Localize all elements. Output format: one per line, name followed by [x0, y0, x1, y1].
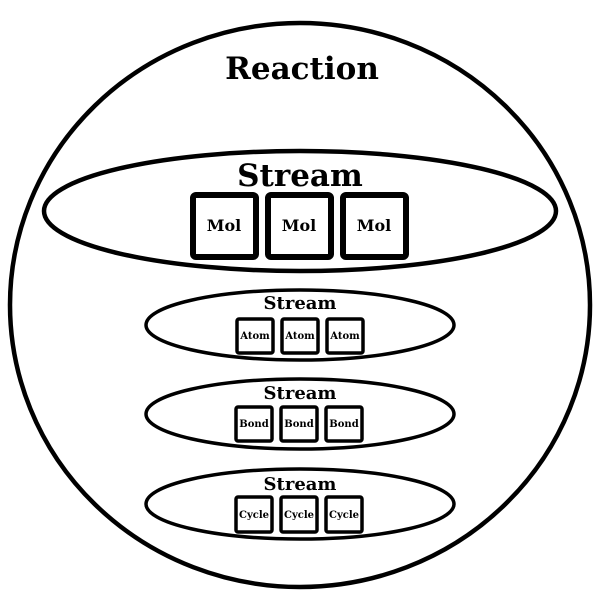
atom-box — [325, 317, 365, 355]
stream-label: Stream — [237, 158, 363, 194]
cycle-box — [234, 495, 274, 534]
stream-ellipse — [41, 148, 559, 274]
mol-box — [340, 192, 409, 260]
mol-label: Mol — [207, 216, 241, 235]
bond-label: Bond — [329, 419, 358, 430]
stream-mol: Stream Mol Mol Mol — [41, 148, 559, 274]
mol-label: Mol — [357, 216, 391, 235]
bond-box — [279, 405, 319, 443]
stream-ellipse — [144, 467, 456, 541]
atom-box — [235, 317, 275, 355]
bond-label: Bond — [284, 419, 313, 430]
stream-bond: Stream Bond Bond Bond — [144, 377, 456, 451]
cycle-label: Cycle — [239, 510, 269, 521]
cycle-label: Cycle — [329, 510, 359, 521]
atom-label: Atom — [329, 331, 360, 342]
mol-label: Mol — [282, 216, 316, 235]
bond-label: Bond — [239, 419, 268, 430]
stream-cycle: Stream Cycle Cycle Cycle — [144, 467, 456, 541]
stream-label: Stream — [264, 293, 337, 314]
stream-label: Stream — [264, 474, 337, 495]
stream-ellipse — [144, 377, 456, 451]
cycle-label: Cycle — [284, 510, 314, 521]
atom-label: Atom — [239, 331, 270, 342]
stream-atom: Stream Atom Atom Atom — [144, 288, 456, 362]
mol-box — [190, 192, 259, 260]
bond-box — [234, 405, 274, 443]
reaction-label: Reaction — [225, 51, 379, 87]
stream-ellipse — [144, 288, 456, 362]
bond-box — [324, 405, 364, 443]
reaction-circle — [7, 20, 593, 590]
cycle-box — [279, 495, 319, 534]
atom-box — [280, 317, 320, 355]
atom-label: Atom — [284, 331, 315, 342]
mol-box — [265, 192, 334, 260]
stream-label: Stream — [264, 383, 337, 404]
cycle-box — [324, 495, 364, 534]
